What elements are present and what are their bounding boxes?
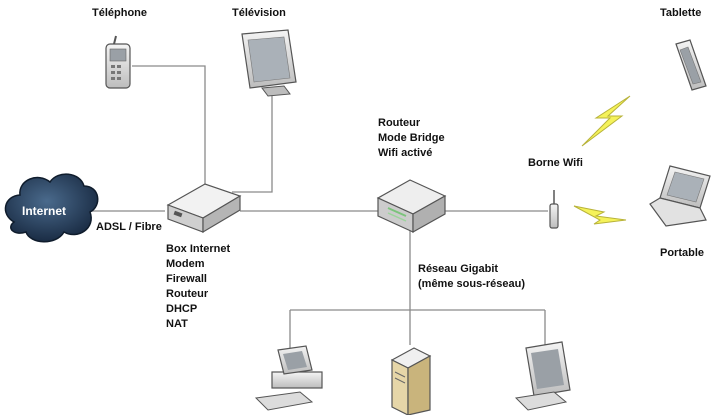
link-tv-box <box>232 88 273 193</box>
box-line-4: Routeur <box>166 288 209 300</box>
television-label: Télévision <box>232 7 286 19</box>
routeur-line: Routeur <box>378 117 421 129</box>
routeur-label: Routeur Mode Bridge Wifi activé <box>378 116 445 161</box>
antenna-icon <box>549 190 559 229</box>
tower-server-icon <box>390 347 432 415</box>
tablet-icon <box>675 39 707 91</box>
mode-bridge-line: Mode Bridge <box>378 132 445 144</box>
box-line-3: Firewall <box>166 273 207 285</box>
box-line-6: NAT <box>166 318 188 330</box>
reseau-line-2: (même sous-réseau) <box>418 278 525 290</box>
cloud-icon <box>4 173 99 243</box>
router-icon <box>376 179 447 234</box>
box-line-1: Box Internet <box>166 243 231 255</box>
box-line-2: Modem <box>166 258 205 270</box>
internet-label: Internet <box>22 204 67 218</box>
wifi-active-line: Wifi activé <box>378 147 433 159</box>
monitor-icon-network <box>514 341 571 411</box>
mobile-phone-icon <box>105 35 131 89</box>
portable-label: Portable <box>660 247 705 259</box>
box-internet-label: Box Internet Modem Firewall Routeur DHCP… <box>166 242 230 332</box>
lightning-icon-portable <box>573 205 627 225</box>
monitor-icon <box>241 29 297 97</box>
borne-wifi-label: Borne Wifi <box>528 157 583 169</box>
adsl-label: ADSL / Fibre <box>96 221 162 233</box>
lightning-icon <box>581 95 631 147</box>
modem-box-icon <box>166 183 242 234</box>
connection-lines <box>88 65 548 350</box>
reseau-line-1: Réseau Gigabit <box>418 263 499 275</box>
laptop-icon <box>649 165 711 227</box>
reseau-gigabit-label: Réseau Gigabit (même sous-réseau) <box>418 262 525 292</box>
desktop-computer-icon <box>254 345 323 411</box>
tablette-label: Tablette <box>660 7 702 19</box>
link-phone-box <box>132 65 206 184</box>
box-line-5: DHCP <box>166 303 198 315</box>
telephone-label: Téléphone <box>92 7 148 19</box>
